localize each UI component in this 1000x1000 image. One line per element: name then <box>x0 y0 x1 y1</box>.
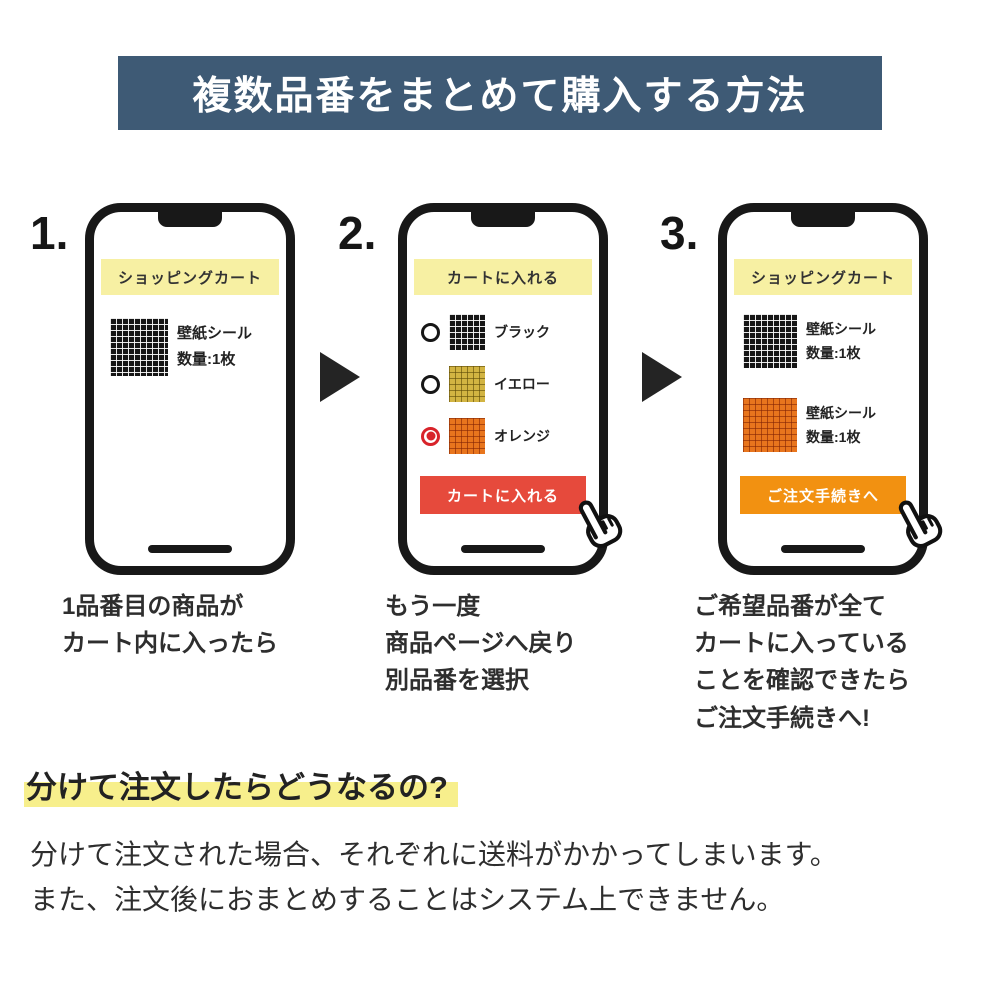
yellow-swatch <box>449 366 485 402</box>
orange-swatch <box>449 418 485 454</box>
color-option-yellow[interactable]: イエロー <box>421 366 550 402</box>
product-name: 壁紙シール <box>806 404 876 421</box>
product-qty: 数量:1枚 <box>806 345 861 361</box>
phone-step-2: カートに入れる ブラック イエロー オレンジ カートに入れる <box>398 203 623 575</box>
arrow-right-icon <box>320 352 360 402</box>
hand-cursor-icon <box>578 500 623 549</box>
note-heading-text: 分けて注文したらどうなるの? <box>24 770 458 807</box>
add-to-cart-header-label: カートに入れる <box>446 269 559 287</box>
home-indicator <box>781 545 865 553</box>
radio-selected-icon[interactable] <box>421 426 440 446</box>
orange-swatch <box>743 398 797 452</box>
step-1-caption: 1品番目の商品が カート内に入ったら <box>62 593 278 658</box>
phone-notch <box>158 212 222 227</box>
option-label: イエロー <box>494 376 550 392</box>
color-option-black[interactable]: ブラック <box>421 314 550 350</box>
black-swatch <box>743 314 797 368</box>
phone-notch <box>471 212 535 227</box>
phone-step-3: ショッピングカート 壁紙シール 数量:1枚 壁紙シール 数量:1枚 ご注文手続き… <box>718 203 943 575</box>
cart-header: ショッピングカート <box>734 259 912 295</box>
add-to-cart-header: カートに入れる <box>414 259 592 295</box>
product-name: 壁紙シール <box>177 324 253 342</box>
cart-header-label: ショッピングカート <box>117 269 262 287</box>
add-to-cart-button[interactable]: カートに入れる <box>420 476 586 514</box>
option-label: ブラック <box>494 324 550 340</box>
cart-item: 壁紙シール 数量:1枚 <box>110 318 252 376</box>
cart-item: 壁紙シール 数量:1枚 <box>743 398 876 452</box>
product-qty: 数量:1枚 <box>806 429 861 445</box>
page-title-banner: 複数品番をまとめて購入する方法 <box>118 56 882 130</box>
black-swatch <box>449 314 485 350</box>
radio-unselected-icon[interactable] <box>421 374 440 394</box>
cart-item: 壁紙シール 数量:1枚 <box>743 314 876 368</box>
step-1-number: 1. <box>30 207 69 259</box>
page-title: 複数品番をまとめて購入する方法 <box>192 75 808 118</box>
radio-unselected-icon[interactable] <box>421 322 440 342</box>
color-option-orange[interactable]: オレンジ <box>421 418 550 454</box>
option-label: オレンジ <box>494 428 550 444</box>
phone-step-1: ショッピングカート 壁紙シール 数量:1枚 <box>85 203 295 575</box>
checkout-button[interactable]: ご注文手続きへ <box>740 476 906 514</box>
phone-notch <box>791 212 855 227</box>
product-name: 壁紙シール <box>806 320 876 337</box>
cart-header-label: ショッピングカート <box>750 269 895 287</box>
black-swatch <box>110 318 168 376</box>
step-3-number: 3. <box>660 207 699 259</box>
step-3-caption: ご希望品番が全て カートに入っている ことを確認できたら ご注文手続きへ! <box>694 593 910 732</box>
home-indicator <box>461 545 545 553</box>
product-qty: 数量:1枚 <box>177 351 236 368</box>
hand-cursor-icon <box>898 500 943 549</box>
note-heading: 分けて注文したらどうなるの? <box>24 762 458 807</box>
arrow-right-icon <box>642 352 682 402</box>
note-body: 分けて注文された場合、それぞれに送料がかかってしまいます。 また、注文後におまと… <box>30 839 838 916</box>
cart-header: ショッピングカート <box>101 259 279 295</box>
step-2-caption: もう一度 商品ページへ戻り 別品番を選択 <box>385 593 577 695</box>
home-indicator <box>148 545 232 553</box>
step-2-number: 2. <box>338 207 377 259</box>
